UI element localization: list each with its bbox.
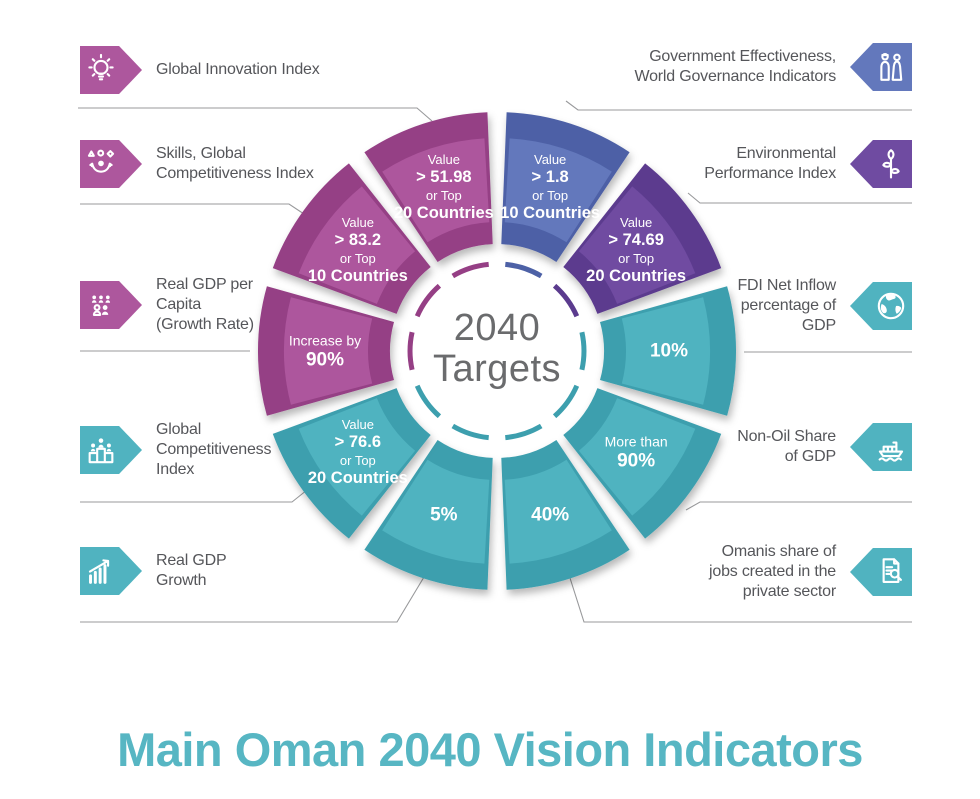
- center-year: 2040: [453, 307, 541, 349]
- ship-icon: [878, 441, 904, 462]
- inner-ring-arc: [504, 423, 543, 441]
- indicator-tag: [80, 281, 142, 329]
- indicator-label-line: Real GDP per: [156, 276, 253, 293]
- indicator-label: Real GDP Growth: [156, 551, 227, 591]
- inner-ring-arc: [451, 423, 490, 441]
- indicator-label-line: Capita: [156, 296, 202, 313]
- wheel-segment: [272, 163, 431, 314]
- indicator-label-line: Competitiveness: [156, 441, 272, 458]
- podium-icon: [88, 438, 114, 464]
- connector-lines: [78, 100, 912, 623]
- document-search-icon: [882, 558, 902, 583]
- indicator-tag: [850, 548, 912, 596]
- indicator-label: Global Innovation Index: [156, 60, 320, 80]
- indicator-label-line: World Governance Indicators: [634, 68, 836, 85]
- indicator-tag: [80, 140, 142, 188]
- indicator-label-line: Global Innovation Index: [156, 61, 320, 78]
- inner-ring-arc: [407, 331, 415, 371]
- indicator-tag: [850, 423, 912, 471]
- wheel-center-label: 2040 Targets: [433, 308, 561, 390]
- indicator-label-line: Growth: [156, 572, 207, 589]
- indicator-label-line: Skills, Global: [156, 145, 246, 162]
- wheel-segment: [600, 286, 737, 416]
- indicator-label-line: percentage of: [740, 297, 836, 314]
- indicator-fdi-net-inflow-percentage-of-gdp: FDI Net Inflow percentage of GDP: [737, 276, 912, 336]
- inner-ring-arc: [414, 283, 442, 318]
- plant-icon: [882, 149, 900, 179]
- inner-ring-arc: [451, 261, 490, 279]
- wheel-segment: [501, 112, 630, 262]
- indicator-label-line: Omanis share of: [721, 543, 837, 560]
- wheel-segment: [563, 388, 722, 539]
- indicator-real-gdp-growth: Real GDP Growth: [80, 547, 227, 595]
- indicator-label-line: Government Effectiveness,: [649, 48, 836, 65]
- wheel-segment: [501, 440, 630, 590]
- indicator-government-effectiveness-world-governance-indicators: Government Effectiveness, World Governanc…: [634, 43, 912, 91]
- indicator-label: Government Effectiveness, World Governanc…: [634, 47, 836, 87]
- center-caption: Targets: [432, 348, 562, 390]
- indicator-label-line: Performance Index: [704, 165, 836, 182]
- indicator-tag: [850, 282, 912, 330]
- indicator-label: Non-Oil Share of GDP: [737, 427, 836, 467]
- inner-ring-arc: [552, 384, 580, 419]
- indicator-label: FDI Net Inflow percentage of GDP: [737, 276, 836, 336]
- indicator-tag: [80, 547, 142, 595]
- indicator-label-line: Non-Oil Share: [737, 428, 836, 445]
- inner-ring-arc: [504, 261, 543, 279]
- wheel-segment: [257, 286, 394, 416]
- indicator-label-line: Index: [156, 461, 195, 478]
- inner-ring-arc: [552, 283, 580, 318]
- indicator-label-line: (Growth Rate): [156, 316, 254, 333]
- indicator-label-line: of GDP: [784, 448, 836, 465]
- indicator-label-line: Competitiveness Index: [156, 165, 314, 182]
- indicator-label-line: Real GDP: [156, 552, 227, 569]
- wheel-segment: [364, 440, 493, 590]
- wheel-segment: [272, 388, 431, 539]
- wheel-segment: [563, 163, 722, 314]
- indicator-global-innovation-index: Global Innovation Index: [80, 46, 320, 94]
- wheel-segments: [257, 112, 737, 590]
- indicator-tag: [80, 426, 142, 474]
- inner-ring-arc: [414, 384, 442, 419]
- indicator-non-oil-share-of-gdp: Non-Oil Share of GDP: [737, 423, 912, 471]
- indicator-tag: [80, 46, 142, 94]
- indicator-label: Omanis share of jobs created in the privat…: [709, 542, 836, 602]
- indicator-label-line: Environmental: [736, 145, 836, 162]
- indicator-tag: [850, 43, 912, 91]
- indicator-label-line: private sector: [742, 583, 836, 600]
- indicator-label-line: jobs created in the: [709, 563, 836, 580]
- indicator-label-line: GDP: [801, 317, 836, 334]
- indicator-label-line: FDI Net Inflow: [737, 277, 836, 294]
- indicator-tag: [850, 140, 912, 188]
- indicator-omanis-share-of-jobs-created-in-the-private-sector: Omanis share of jobs created in the privat…: [709, 542, 912, 602]
- citizens-icon: [880, 53, 903, 81]
- page-title: Main Oman 2040 Vision Indicators: [117, 723, 863, 776]
- population-icon: [91, 295, 111, 316]
- globe-icon: [877, 292, 905, 320]
- growth-chart-icon: [88, 559, 110, 584]
- lightbulb-icon: [88, 53, 114, 81]
- inner-ring-arc: [579, 331, 587, 371]
- indicator-label-line: Global: [156, 421, 202, 438]
- wheel-segment: [364, 112, 493, 262]
- skills-icon: [87, 149, 115, 173]
